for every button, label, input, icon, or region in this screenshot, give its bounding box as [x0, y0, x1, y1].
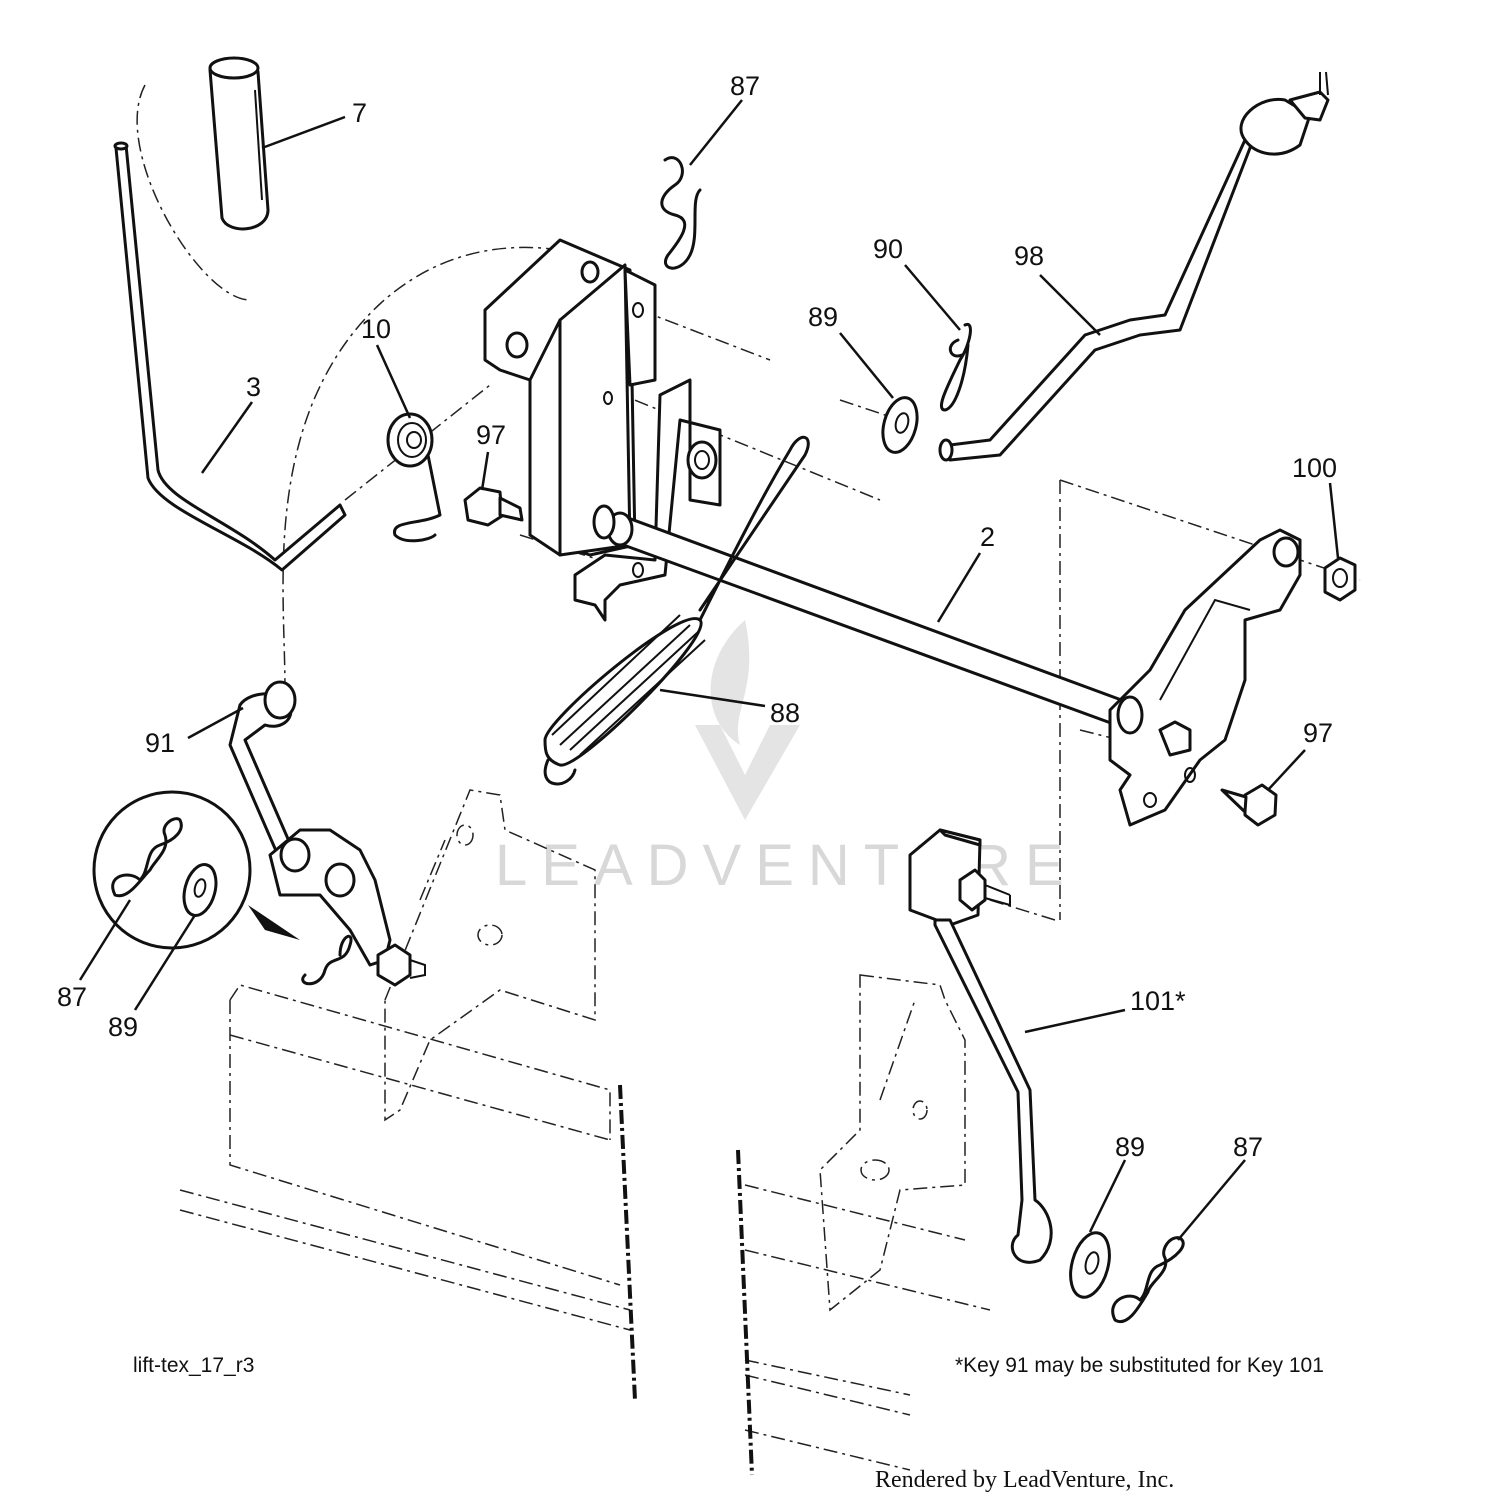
- render-credit: Rendered by LeadVenture, Inc.: [875, 1467, 1174, 1493]
- callout-10: 10: [361, 314, 391, 344]
- part-89-washer-top: [881, 396, 919, 454]
- pivot-plate: [573, 378, 722, 622]
- part-87-clip-top: [660, 156, 702, 270]
- watermark-flame-icon: [710, 620, 750, 745]
- watermark-v-icon: [695, 725, 800, 820]
- callout-87-bottom: 87: [1233, 1132, 1263, 1162]
- right-lift-arm: [1108, 528, 1302, 827]
- callout-88: 88: [770, 698, 800, 728]
- callout-101: 101*: [1130, 986, 1186, 1016]
- callout-91: 91: [145, 728, 175, 758]
- part-101-lift-link: [908, 828, 1053, 1264]
- callout-97-left: 97: [476, 420, 506, 450]
- left-deck-bracket: [384, 789, 596, 1122]
- part-89-washer-bottom: [1069, 1231, 1111, 1299]
- part-88-extension-spring: [543, 436, 810, 786]
- right-deck-bracket: [819, 974, 966, 1312]
- part-91-lift-link: [228, 680, 297, 862]
- detail-inset: [92, 790, 300, 950]
- part-98-adjust-rod: [938, 71, 1330, 462]
- part-97-bolt-right: [1220, 783, 1278, 827]
- substitution-note: *Key 91 may be substituted for Key 101: [955, 1354, 1324, 1377]
- part-97-bolt-left: [463, 486, 524, 527]
- part-3-lift-handle: [113, 141, 347, 572]
- drawing-id: lift-tex_17_r3: [133, 1354, 254, 1377]
- part-10-torsion-spring: [386, 412, 442, 543]
- mower-deck-right: [736, 1149, 991, 1476]
- leader-lines: [78, 99, 1340, 1241]
- part-7-handle-grip: [208, 56, 270, 231]
- callout-3: 3: [246, 372, 261, 402]
- callout-97-right: 97: [1303, 718, 1333, 748]
- callout-98: 98: [1014, 241, 1044, 271]
- callout-89-top: 89: [808, 302, 838, 332]
- callout-89-bottom: 89: [1115, 1132, 1145, 1162]
- part-90-hairpin: [939, 322, 972, 412]
- callout-87-detail: 87: [57, 982, 87, 1012]
- mower-deck-left: [179, 984, 637, 1401]
- callout-100: 100: [1292, 453, 1337, 483]
- callout-90: 90: [873, 234, 903, 264]
- left-lift-arm: [268, 828, 426, 987]
- callout-87-top: 87: [730, 71, 760, 101]
- callout-2: 2: [980, 522, 995, 552]
- part-2-lift-shaft: [592, 504, 1137, 732]
- callout-89-detail: 89: [108, 1012, 138, 1042]
- part-87-clip-bottom: [1111, 1236, 1185, 1324]
- callout-7: 7: [352, 98, 367, 128]
- lift-bracket: [483, 238, 657, 557]
- callout-labels: 7 87 90 98 89 10 3 97 100 2 97 88 91 87 …: [57, 71, 1337, 1162]
- watermark-text: LEADVENTURE: [495, 833, 1078, 898]
- part-100-nut: [1323, 556, 1357, 602]
